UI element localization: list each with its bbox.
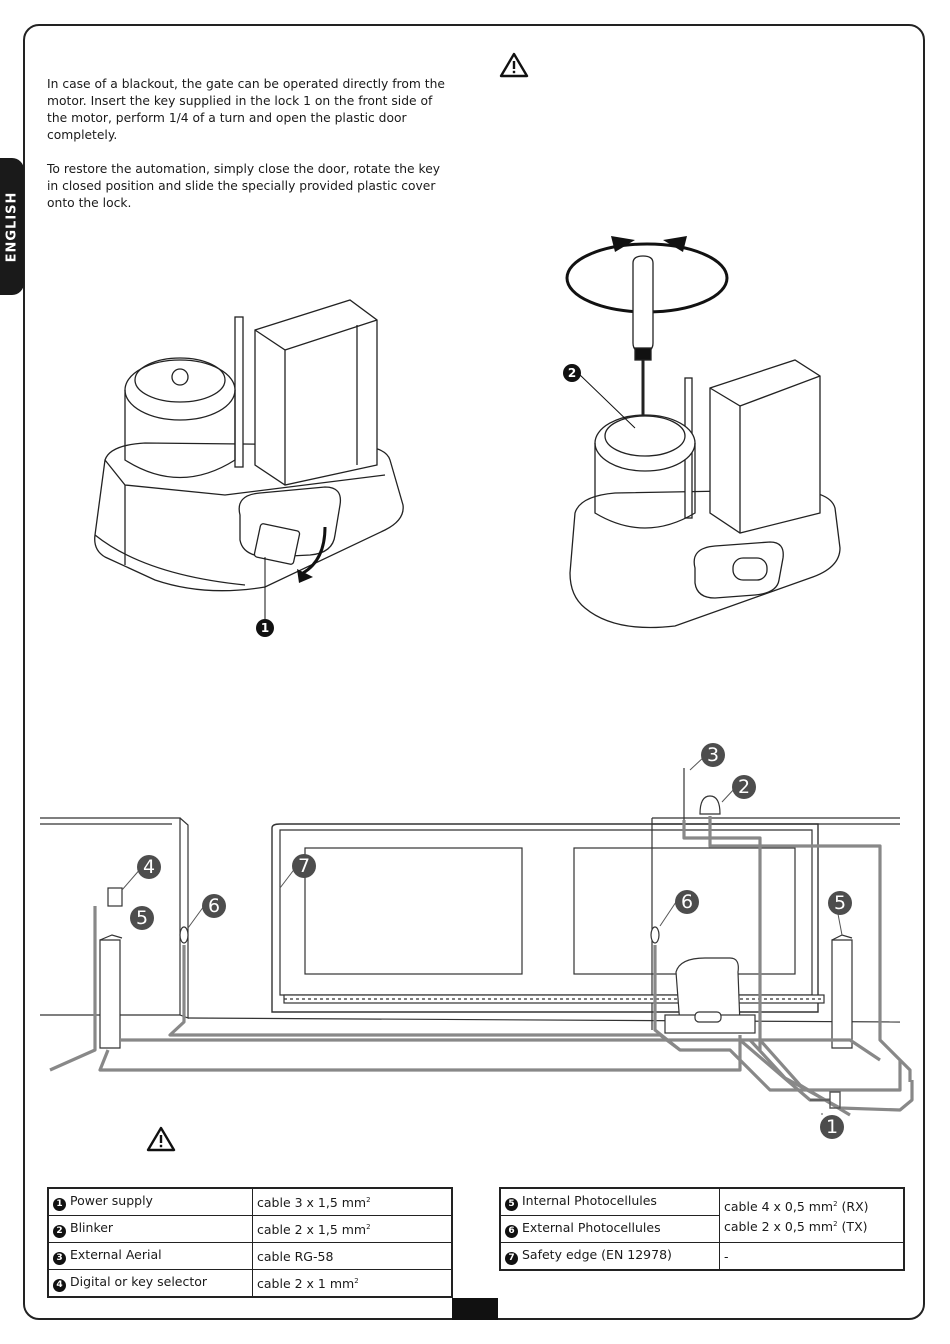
svg-text:6: 6 xyxy=(681,891,693,913)
svg-text:6: 6 xyxy=(208,895,220,917)
svg-text:4: 4 xyxy=(143,856,155,878)
intro-paragraph-1: In case of a blackout, the gate can be o… xyxy=(47,77,445,142)
svg-text:1: 1 xyxy=(261,621,269,635)
svg-text:2: 2 xyxy=(568,366,576,380)
intro-text: In case of a blackout, the gate can be o… xyxy=(47,76,452,229)
svg-text:2: 2 xyxy=(738,776,750,798)
svg-text:1: 1 xyxy=(826,1116,838,1138)
intro-paragraph-2: To restore the automation, simply close … xyxy=(47,162,441,210)
svg-text:5: 5 xyxy=(834,892,846,914)
warning-icon xyxy=(146,1126,176,1152)
svg-text:5: 5 xyxy=(136,907,148,929)
motor-illustration-screwdriver: 2 xyxy=(563,236,841,629)
svg-text:7: 7 xyxy=(298,855,310,877)
warning-icon xyxy=(499,52,529,78)
svg-text:3: 3 xyxy=(707,744,719,766)
installation-diagram: 3 2 4 5 6 7 6 5 1 xyxy=(40,743,914,1139)
language-tab: ENGLISH xyxy=(0,158,24,295)
page-number-tab xyxy=(452,1298,498,1320)
motor-illustration-open-door: 1 xyxy=(94,299,404,637)
